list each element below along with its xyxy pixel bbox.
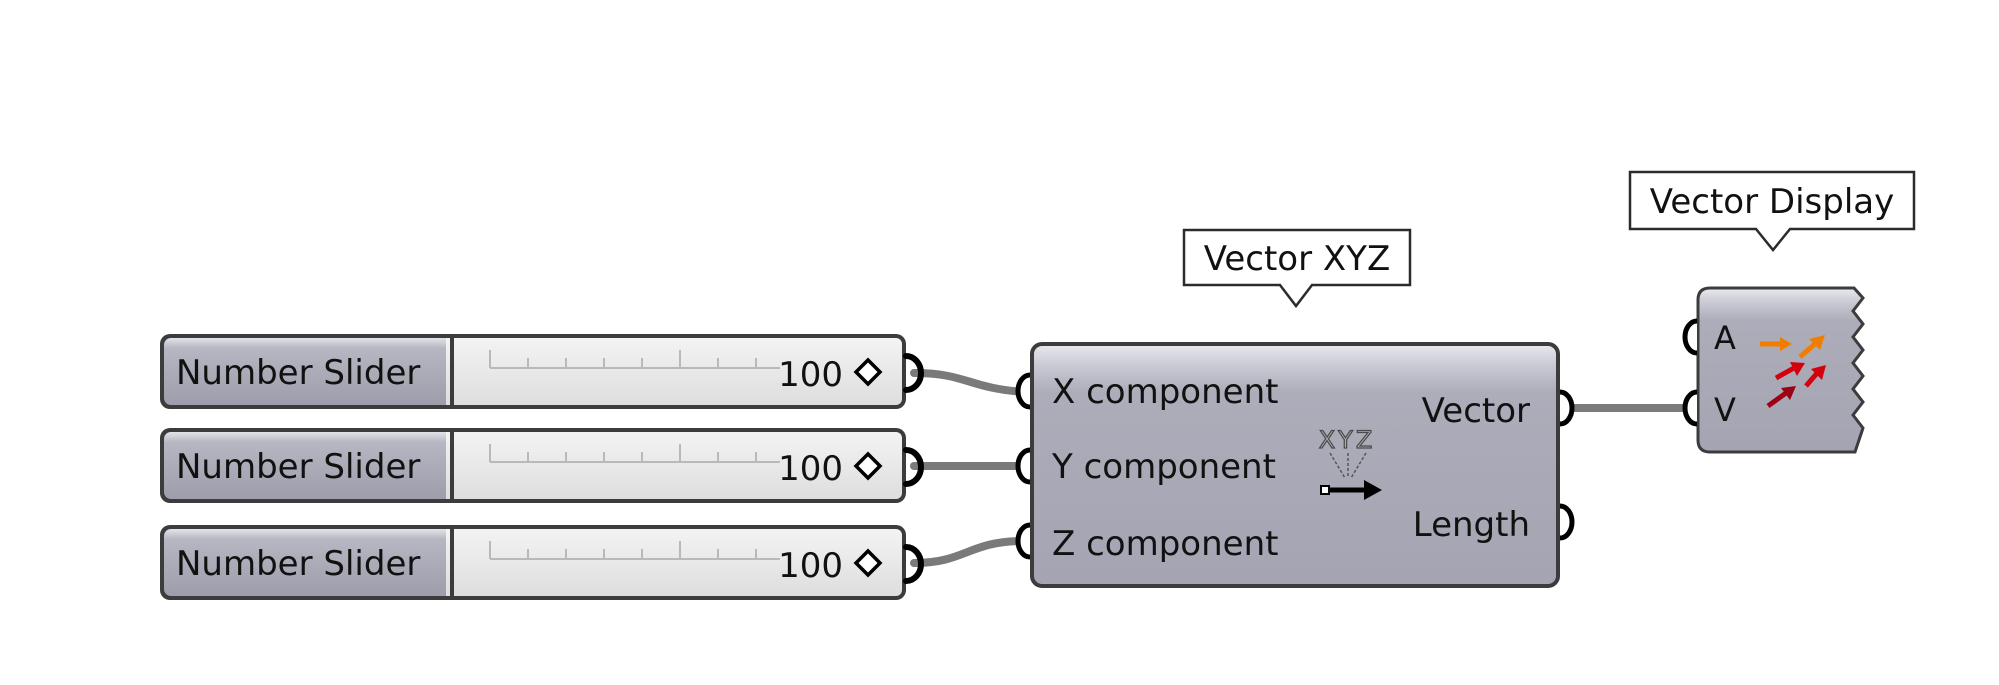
vector-xyz-component[interactable]: Vector XYZ X component Y component Z com… [1015, 228, 1575, 588]
number-slider-1[interactable]: Number Slider 100 [160, 334, 924, 409]
vector-display-tooltip: Vector Display [1628, 170, 1916, 252]
vector-xyz-icon: XYZ [1318, 425, 1382, 500]
wire-slider1-to-x[interactable] [910, 369, 1028, 396]
slider-label: Number Slider [176, 544, 420, 584]
slider-ticks [489, 541, 780, 560]
slider-label: Number Slider [176, 447, 420, 487]
slider-ticks [489, 444, 780, 463]
input-label-z: Z component [1052, 524, 1278, 564]
slider-grip-icon[interactable] [853, 548, 883, 578]
output-port-vector[interactable] [1559, 389, 1575, 427]
slider-grip-icon[interactable] [853, 357, 883, 387]
slider-value: 100 [778, 355, 843, 395]
wires [910, 369, 1694, 567]
input-port-v[interactable] [1682, 389, 1698, 427]
input-port-z[interactable] [1015, 522, 1031, 560]
wire-slider3-to-z[interactable] [910, 537, 1028, 567]
input-label-v: V [1714, 391, 1736, 429]
output-label-vector: Vector [1422, 391, 1530, 431]
input-port-x[interactable] [1015, 372, 1031, 410]
slider-output-port[interactable] [903, 353, 924, 393]
number-slider-3[interactable]: Number Slider 100 [160, 525, 924, 600]
tooltip-text: Vector Display [1650, 182, 1894, 222]
vector-xyz-tooltip: Vector XYZ [1182, 228, 1412, 309]
slider-value: 100 [778, 546, 843, 586]
output-port-length[interactable] [1559, 503, 1575, 541]
number-slider-2[interactable]: Number Slider 100 [160, 428, 924, 503]
slider-output-port[interactable] [903, 544, 924, 584]
slider-output-port[interactable] [903, 447, 924, 487]
slider-value: 100 [778, 449, 843, 489]
xyz-icon-text: XYZ [1319, 426, 1376, 454]
input-label-x: X component [1052, 372, 1278, 412]
output-label-length: Length [1413, 505, 1530, 545]
slider-label: Number Slider [176, 353, 420, 393]
input-port-a[interactable] [1682, 318, 1698, 356]
input-label-y: Y component [1051, 447, 1276, 487]
tooltip-text: Vector XYZ [1204, 239, 1391, 279]
slider-ticks [489, 350, 780, 369]
input-port-y[interactable] [1015, 447, 1031, 485]
vector-arrows-icon [1760, 335, 1826, 409]
input-label-a: A [1714, 319, 1736, 357]
slider-grip-icon[interactable] [853, 451, 883, 481]
vector-display-component[interactable]: Vector Display A V [1628, 170, 1916, 454]
